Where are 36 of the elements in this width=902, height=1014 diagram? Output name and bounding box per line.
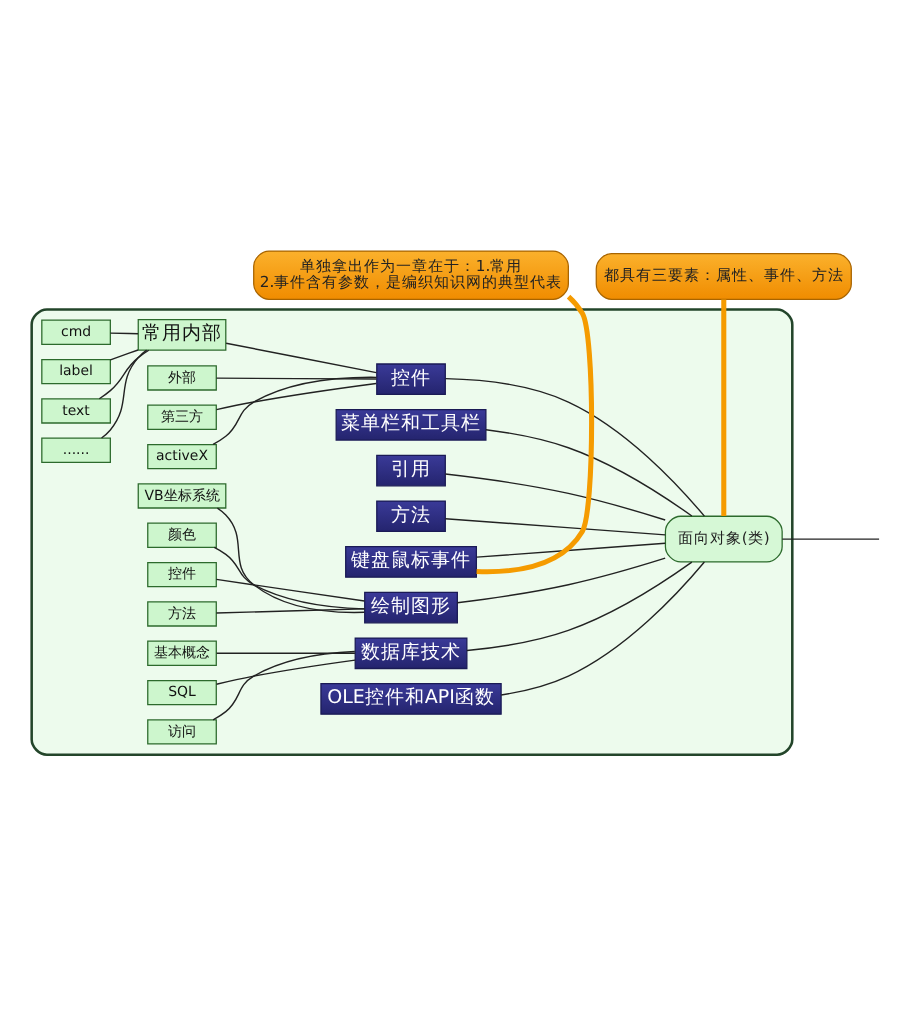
connector (212, 649, 356, 720)
connector (466, 560, 693, 651)
node-box: 控件 (376, 362, 446, 395)
connector (216, 506, 366, 613)
connector (215, 577, 366, 601)
node-box: 数据库技术 (354, 636, 468, 669)
node-box: 键盘鼠标事件 (345, 545, 477, 577)
connector (215, 381, 377, 410)
connector (212, 375, 378, 445)
connector (215, 651, 356, 653)
connector (485, 428, 693, 516)
connector (100, 348, 148, 438)
node-box: 方法 (376, 499, 446, 532)
node-box: OLE控件和API函数 (320, 682, 502, 714)
connector (476, 541, 666, 557)
connector (215, 607, 366, 613)
connector (444, 376, 706, 516)
connector (109, 331, 139, 334)
node-box: 引用 (376, 453, 446, 486)
node-box: 菜单栏和工具栏 (335, 408, 487, 440)
connector (456, 556, 666, 603)
connector (444, 516, 666, 535)
connector (444, 472, 666, 520)
connector (781, 537, 880, 539)
connector (98, 348, 150, 399)
connector (213, 545, 366, 609)
node-box: 常用内部 (137, 317, 227, 350)
connector (109, 348, 139, 360)
connector (476, 293, 595, 574)
cluster (30, 307, 794, 756)
connector (225, 341, 378, 373)
connector (215, 658, 356, 684)
node-box: 绘制图形 (364, 590, 458, 623)
connector (721, 298, 727, 515)
connector (500, 560, 706, 695)
connector (215, 376, 378, 379)
